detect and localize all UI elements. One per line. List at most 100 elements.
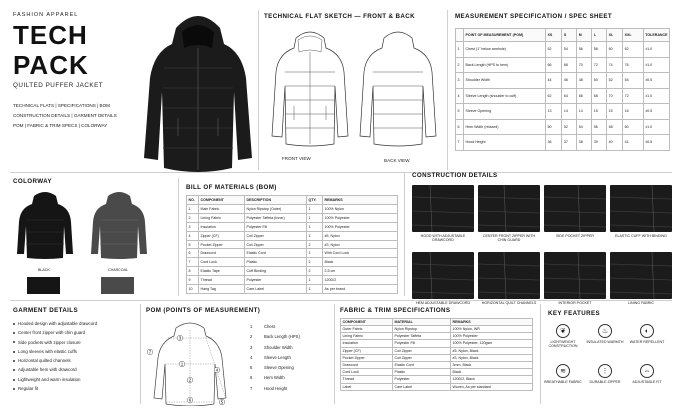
feature-item: ⇔ADJUSTABLE FIT xyxy=(627,364,667,384)
svg-text:4: 4 xyxy=(216,368,219,373)
back-flat-sketch xyxy=(359,31,437,147)
table-cell: Thread xyxy=(340,375,393,384)
table-cell: 4 xyxy=(186,230,199,241)
table-cell: Main Fabric xyxy=(198,204,245,214)
table-cell: Care Label xyxy=(244,284,307,294)
table-cell: 70 xyxy=(606,87,624,104)
table-header-cell xyxy=(455,28,464,42)
list-item: Center front zipper with chin guard xyxy=(13,330,138,335)
pom-label: Sleeve Length xyxy=(264,354,291,360)
table-cell: 14 xyxy=(576,103,593,120)
front-view-label: FRONT VIEW xyxy=(282,156,311,161)
list-item-text: Lightweight and warm insulation xyxy=(18,376,81,382)
table-cell: Chest (1" below armhole) xyxy=(463,41,546,58)
hero-jacket-image xyxy=(144,16,252,172)
table-cell: Back Length (HPS to hem) xyxy=(463,56,546,73)
nav-line[interactable]: CONSTRUCTION DETAILS | GARMENT DETAILS xyxy=(13,113,117,119)
list-item-text: Horizontal quilted channels xyxy=(18,358,71,364)
table-cell: Label xyxy=(340,382,393,391)
table-cell: ±0.5 xyxy=(642,103,671,120)
feature-label: LIGHTWEIGHT CONSTRUCTION xyxy=(548,340,578,349)
divider xyxy=(258,10,259,170)
table-header-cell: MATERIAL xyxy=(392,318,451,326)
table-header-cell: M xyxy=(576,28,593,42)
table-cell: 1 xyxy=(306,284,323,294)
table-cell: 16 xyxy=(622,103,644,120)
feature-item: ◐ WATER REPELLENT xyxy=(627,324,667,344)
table-cell: Hang Tag xyxy=(198,284,245,294)
list-item: Hooded design with adjustable drawcord xyxy=(13,321,138,326)
table-cell: 68 xyxy=(591,87,608,104)
table-cell: 41 xyxy=(622,134,644,151)
table-header-cell: COMPONENT xyxy=(198,195,245,205)
divider xyxy=(447,10,448,170)
flat-sketch-title: TECHNICAL FLAT SKETCH — FRONT & BACK xyxy=(264,13,415,20)
table-cell: Coil Zipper xyxy=(392,353,451,362)
list-item-text: Center front zipper with chin guard xyxy=(18,330,86,336)
list-item: Regular fit xyxy=(13,386,138,391)
droplet-icon: ◐ xyxy=(640,324,654,338)
table-cell: 100% Nylon xyxy=(322,204,398,214)
table-cell: 50 xyxy=(544,118,563,135)
table-cell: 1 xyxy=(186,204,199,214)
list-item-text: Regular fit xyxy=(18,386,39,392)
svg-text:3: 3 xyxy=(179,336,182,341)
table-cell: Polyester xyxy=(244,275,307,286)
colorway-swatch-black[interactable] xyxy=(27,277,60,294)
divider xyxy=(178,178,179,296)
table-cell: 38 xyxy=(576,134,593,151)
colorway-swatch-charcoal[interactable] xyxy=(101,277,134,294)
svg-text:6: 6 xyxy=(189,398,192,403)
table-cell: 8 xyxy=(186,266,199,277)
construction-detail-photo xyxy=(478,185,540,232)
adjust-icon: ⇔ xyxy=(640,364,654,378)
table-cell: As per brand xyxy=(322,284,398,294)
construction-title: CONSTRUCTION DETAILS xyxy=(412,172,498,179)
pom-label: Sleeve Opening xyxy=(264,365,294,371)
table-cell: 54 xyxy=(576,118,593,135)
nav-line[interactable]: POM | FABRIC & TRIM SPECS | COLORWAY xyxy=(13,123,108,129)
table-cell: 6 xyxy=(186,248,199,259)
pom-label: Shoulder Width xyxy=(264,344,293,350)
table-row: Zipper (CF)Coil Zipper#5, Nylon, Black xyxy=(340,346,533,355)
table-cell: Hood Height xyxy=(463,134,546,151)
table-cell: Nylon Ripstop (Outer) xyxy=(244,204,307,214)
construction-detail-caption: CENTER FRONT ZIPPER WITH CHIN GUARD xyxy=(482,234,536,243)
table-cell: #5, Nylon xyxy=(322,230,398,241)
svg-text:2: 2 xyxy=(189,378,192,383)
table-cell: Polyester Fill xyxy=(392,339,451,348)
construction-detail-caption: INTERIOR POCKET xyxy=(558,301,592,305)
feature-item: ≋BREATHABLE FABRIC xyxy=(543,364,583,384)
table-cell: 120D/2, Black xyxy=(450,375,533,384)
table-cell: 1 xyxy=(306,230,323,241)
table-cell: #3, Nylon xyxy=(322,239,398,250)
spec-title: MEASUREMENT SPECIFICATION / SPEC SHEET xyxy=(455,13,613,20)
table-cell: 56 xyxy=(576,41,593,58)
pom-number: 1 xyxy=(250,324,253,329)
table-cell: 66 xyxy=(544,56,563,73)
table-cell: 1 xyxy=(306,248,323,259)
nav-line[interactable]: TECHNICAL FLATS | SPECIFICATIONS | BOM xyxy=(13,103,110,108)
pom-number: 2 xyxy=(250,334,253,340)
table-cell: 60 xyxy=(622,118,644,135)
table-cell: Polyester Taffeta (Inner) xyxy=(244,212,307,223)
construction-detail-caption: LINING FABRIC xyxy=(628,301,654,305)
table-cell: 15 xyxy=(591,103,608,120)
feature-label: WATER REPELLENT xyxy=(629,340,665,344)
table-cell: Polyester Taffeta xyxy=(392,332,451,341)
colorway-black-jacket xyxy=(17,192,73,259)
table-header-cell: REMARKS xyxy=(322,195,398,205)
table-cell: 48 xyxy=(576,72,593,89)
table-cell: 6 xyxy=(455,118,464,135)
fabric-title: FABRIC & TRIM SPECIFICATIONS xyxy=(340,307,451,314)
